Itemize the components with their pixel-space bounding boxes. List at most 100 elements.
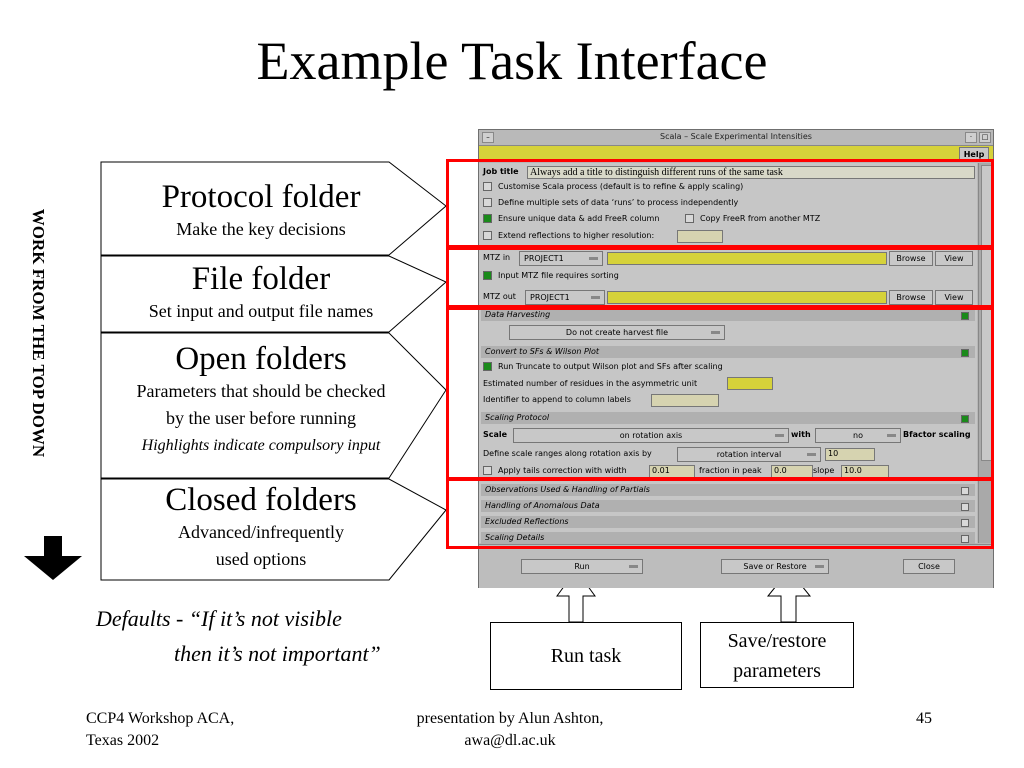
mtz-out-file-input[interactable] bbox=[607, 291, 887, 304]
bfactor-label: Bfactor scaling bbox=[903, 430, 971, 439]
section-anomalous[interactable]: Handling of Anomalous Data bbox=[481, 500, 975, 512]
option-label: Run Truncate to output Wilson plot and S… bbox=[498, 362, 723, 371]
checkbox-icon[interactable] bbox=[483, 182, 492, 191]
view-out-button[interactable]: View bbox=[935, 290, 973, 305]
view-in-button[interactable]: View bbox=[935, 251, 973, 266]
section-toggle-icon[interactable] bbox=[961, 487, 969, 495]
section-observations[interactable]: Observations Used & Handling of Partials bbox=[481, 484, 975, 496]
section-convert[interactable]: Convert to SFs & Wilson Plot bbox=[481, 346, 975, 358]
ranges-input[interactable]: 10 bbox=[825, 448, 875, 461]
maximize-icon[interactable]: □ bbox=[979, 132, 991, 143]
mtz-in-label: MTZ in bbox=[483, 253, 511, 262]
mtz-out-project-menu[interactable]: PROJECT1 bbox=[525, 290, 605, 305]
section-toggle-icon[interactable] bbox=[961, 349, 969, 357]
option-label: Apply tails correction with width bbox=[498, 466, 627, 475]
multiple-sets-option[interactable]: Define multiple sets of data ‘runs’ to p… bbox=[483, 198, 738, 207]
sorting-option[interactable]: Input MTZ file requires sorting bbox=[483, 271, 619, 280]
extend-option[interactable]: Extend reflections to higher resolution: bbox=[483, 231, 654, 240]
callout-open: Open folders Parameters that should be c… bbox=[101, 340, 421, 459]
checkbox-icon[interactable] bbox=[483, 198, 492, 207]
harvest-menu[interactable]: Do not create harvest file bbox=[509, 325, 725, 340]
identifier-input[interactable] bbox=[651, 394, 719, 407]
mtz-out-label: MTZ out bbox=[483, 292, 516, 301]
callout-title: File folder bbox=[191, 261, 331, 297]
callout-line: used options bbox=[215, 549, 307, 569]
job-title-input[interactable]: Always add a title to distinguish differ… bbox=[527, 166, 975, 179]
highlight-protocol bbox=[446, 159, 994, 250]
tails-option[interactable]: Apply tails correction with width bbox=[483, 466, 627, 475]
callout-closed: Closed folders Advanced/infrequently use… bbox=[101, 481, 421, 573]
checkbox-icon[interactable] bbox=[685, 214, 694, 223]
section-scaling-details[interactable]: Scaling Details bbox=[481, 532, 975, 544]
resolution-input[interactable] bbox=[677, 230, 723, 243]
scale-menu[interactable]: on rotation axis bbox=[513, 428, 789, 443]
residues-input[interactable] bbox=[727, 377, 773, 390]
section-title: Data Harvesting bbox=[485, 310, 551, 319]
menu-value: PROJECT1 bbox=[530, 293, 570, 302]
title-bar: – Scala – Scale Experimental Intensities… bbox=[479, 130, 993, 146]
residues-label: Estimated number of residues in the asym… bbox=[483, 379, 698, 388]
window-title: Scala – Scale Experimental Intensities bbox=[660, 132, 812, 141]
save-line: Save/restore bbox=[727, 630, 827, 652]
section-toggle-icon[interactable] bbox=[961, 519, 969, 527]
section-toggle-icon[interactable] bbox=[961, 503, 969, 511]
menu-value: Do not create harvest file bbox=[565, 328, 669, 337]
section-toggle-icon[interactable] bbox=[961, 535, 969, 543]
menu-bar: Help bbox=[479, 146, 993, 162]
minimize-icon[interactable]: · bbox=[965, 132, 977, 143]
close-button[interactable]: Close bbox=[903, 559, 955, 574]
callout-line: Advanced/infrequently bbox=[178, 522, 344, 542]
checkbox-checked-icon[interactable] bbox=[483, 362, 492, 371]
callout-italic: Highlights indicate compulsory input bbox=[141, 437, 381, 454]
checkbox-checked-icon[interactable] bbox=[483, 214, 492, 223]
section-scaling-protocol[interactable]: Scaling Protocol bbox=[481, 412, 975, 424]
save-line: parameters bbox=[733, 660, 821, 682]
section-excluded[interactable]: Excluded Reflections bbox=[481, 516, 975, 528]
section-toggle-icon[interactable] bbox=[961, 312, 969, 320]
option-label: Extend reflections to higher resolution: bbox=[498, 231, 655, 240]
browse-in-button[interactable]: Browse bbox=[889, 251, 933, 266]
slide-title: Example Task Interface bbox=[256, 31, 768, 91]
quote-line: Defaults - “If it’s not visible bbox=[96, 606, 342, 631]
checkbox-checked-icon[interactable] bbox=[483, 271, 492, 280]
ranges-label: Define scale ranges along rotation axis … bbox=[483, 449, 652, 458]
with-label: with bbox=[791, 430, 811, 439]
defaults-quote: Defaults - “If it’s not visible then it’… bbox=[96, 601, 381, 671]
down-arrow-icon bbox=[24, 536, 82, 580]
checkbox-icon[interactable] bbox=[483, 466, 492, 475]
option-label: Ensure unique data & add FreeR column bbox=[498, 214, 660, 223]
run-button[interactable]: Run bbox=[521, 559, 643, 574]
with-menu[interactable]: no bbox=[815, 428, 901, 443]
customise-option[interactable]: Customise Scala process (default is to r… bbox=[483, 182, 743, 191]
freer-option[interactable]: Ensure unique data & add FreeR column bbox=[483, 214, 659, 223]
browse-out-button[interactable]: Browse bbox=[889, 290, 933, 305]
section-data-harvesting[interactable]: Data Harvesting bbox=[481, 309, 975, 321]
run-task-callout: Run task bbox=[490, 622, 682, 690]
callout-closed-shape bbox=[100, 478, 447, 581]
section-toggle-icon[interactable] bbox=[961, 415, 969, 423]
mtz-in-file-input[interactable] bbox=[607, 252, 887, 265]
ranges-menu[interactable]: rotation interval bbox=[677, 447, 821, 462]
truncate-option[interactable]: Run Truncate to output Wilson plot and S… bbox=[483, 362, 723, 371]
callout-line: by the user before running bbox=[166, 408, 356, 428]
callout-open-shape bbox=[100, 332, 447, 479]
fraction-label: fraction in peak bbox=[699, 466, 762, 475]
callout-line: Parameters that should be checked bbox=[136, 381, 386, 401]
section-title: Observations Used & Handling of Partials bbox=[485, 485, 650, 494]
option-label: Copy FreeR from another MTZ bbox=[700, 214, 821, 223]
mtz-in-project-menu[interactable]: PROJECT1 bbox=[519, 251, 603, 266]
checkbox-icon[interactable] bbox=[483, 231, 492, 240]
highlight-open bbox=[446, 307, 994, 480]
copy-freer-option[interactable]: Copy FreeR from another MTZ bbox=[685, 214, 820, 223]
slope-label: slope bbox=[813, 466, 835, 475]
bottom-bar: Run Save or Restore Close bbox=[479, 544, 993, 588]
option-label: Define multiple sets of data ‘runs’ to p… bbox=[498, 198, 739, 207]
scale-label: Scale bbox=[483, 430, 508, 439]
window-menu-icon[interactable]: – bbox=[482, 132, 494, 143]
identifier-label: Identifier to append to column labels bbox=[483, 395, 631, 404]
save-restore-button[interactable]: Save or Restore bbox=[721, 559, 829, 574]
menu-value: PROJECT1 bbox=[524, 254, 564, 263]
footer-center: presentation by Alun Ashton, awa@dl.ac.u… bbox=[380, 708, 640, 752]
callout-title: Protocol folder bbox=[161, 179, 361, 215]
menu-value: no bbox=[853, 431, 863, 440]
